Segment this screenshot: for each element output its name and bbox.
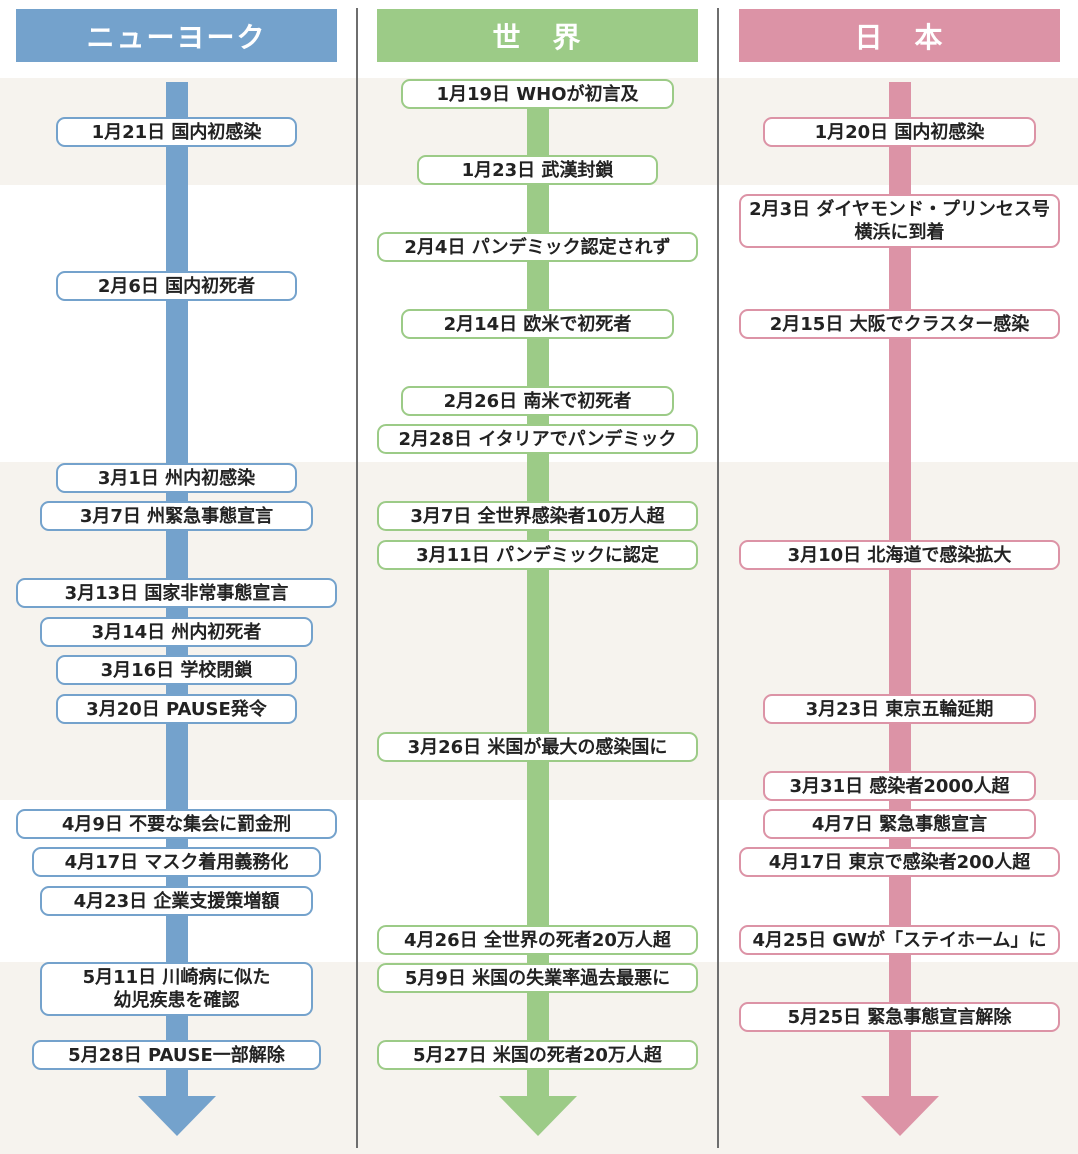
ny-event: 2月6日 国内初死者 (56, 271, 297, 301)
world-event: 1月23日 武漢封鎖 (417, 155, 658, 185)
world-event: 3月7日 全世界感染者10万人超 (377, 501, 698, 531)
world-header: 世 界 (377, 9, 698, 62)
japan-event: 2月15日 大阪でクラスター感染 (739, 309, 1060, 339)
world-event: 2月4日 パンデミック認定されず (377, 232, 698, 262)
world-event: 2月14日 欧米で初死者 (401, 309, 674, 339)
japan-event: 5月25日 緊急事態宣言解除 (739, 1002, 1060, 1032)
ny-event: 3月16日 学校閉鎖 (56, 655, 297, 685)
ny-event: 3月7日 州緊急事態宣言 (40, 501, 313, 531)
japan-event: 3月23日 東京五輪延期 (763, 694, 1036, 724)
ny-event: 5月11日 川崎病に似た 幼児疾患を確認 (40, 962, 313, 1016)
world-event: 1月19日 WHOが初言及 (401, 79, 674, 109)
new-york-arrowhead (138, 1096, 216, 1136)
world-event: 3月26日 米国が最大の感染国に (377, 732, 698, 762)
ny-event: 3月20日 PAUSE発令 (56, 694, 297, 724)
japan-arrowhead (861, 1096, 939, 1136)
new-york-header: ニューヨーク (16, 9, 337, 62)
column-divider (356, 8, 358, 1148)
japan-event: 4月7日 緊急事態宣言 (763, 809, 1036, 839)
japan-event: 2月3日 ダイヤモンド・プリンセス号 横浜に到着 (739, 194, 1060, 248)
ny-event: 4月17日 マスク着用義務化 (32, 847, 321, 877)
ny-event: 3月13日 国家非常事態宣言 (16, 578, 337, 608)
ny-event: 1月21日 国内初感染 (56, 117, 297, 147)
world-event: 5月9日 米国の失業率過去最悪に (377, 963, 698, 993)
japan-event: 3月10日 北海道で感染拡大 (739, 540, 1060, 570)
ny-event: 4月23日 企業支援策増額 (40, 886, 313, 916)
world-event: 2月28日 イタリアでパンデミック (377, 424, 698, 454)
world-event: 5月27日 米国の死者20万人超 (377, 1040, 698, 1070)
ny-event: 3月14日 州内初死者 (40, 617, 313, 647)
japan-event: 3月31日 感染者2000人超 (763, 771, 1036, 801)
japan-event: 1月20日 国内初感染 (763, 117, 1036, 147)
world-event: 2月26日 南米で初死者 (401, 386, 674, 416)
world-event: 3月11日 パンデミックに認定 (377, 540, 698, 570)
ny-event: 5月28日 PAUSE一部解除 (32, 1040, 321, 1070)
ny-event: 3月1日 州内初感染 (56, 463, 297, 493)
japan-event: 4月25日 GWが「ステイホーム」に (739, 925, 1060, 955)
ny-event: 4月9日 不要な集会に罰金刑 (16, 809, 337, 839)
world-arrowhead (499, 1096, 577, 1136)
column-divider (717, 8, 719, 1148)
japan-header: 日 本 (739, 9, 1060, 62)
world-event: 4月26日 全世界の死者20万人超 (377, 925, 698, 955)
japan-event: 4月17日 東京で感染者200人超 (739, 847, 1060, 877)
